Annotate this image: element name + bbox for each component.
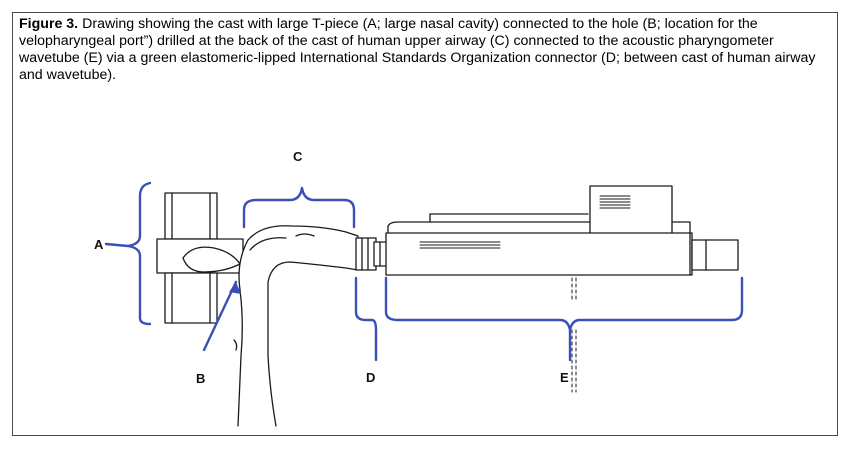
bracket-a (126, 181, 152, 326)
bracket-e (384, 276, 744, 362)
figure-frame: Figure 3. Drawing showing the cast with … (12, 12, 838, 436)
label-b: B (196, 371, 205, 386)
label-a-leader (104, 242, 130, 248)
figure-caption-text: Drawing showing the cast with large T-pi… (19, 16, 816, 83)
arrow-b-line (202, 280, 238, 352)
iso-connector (355, 237, 389, 271)
airway-cast (233, 225, 359, 427)
figure-caption: Figure 3. Drawing showing the cast with … (19, 16, 831, 84)
t-piece (156, 192, 244, 324)
label-c: C (293, 149, 303, 164)
wavetube-details (419, 195, 631, 393)
label-e: E (560, 370, 569, 385)
label-a: A (94, 237, 104, 252)
bracket-d (354, 276, 378, 362)
wavetube (385, 185, 739, 276)
figure-label: Figure 3. (19, 16, 79, 32)
bracket-c (242, 186, 356, 229)
label-d: D (366, 370, 375, 385)
arrow-b-head (229, 282, 241, 294)
